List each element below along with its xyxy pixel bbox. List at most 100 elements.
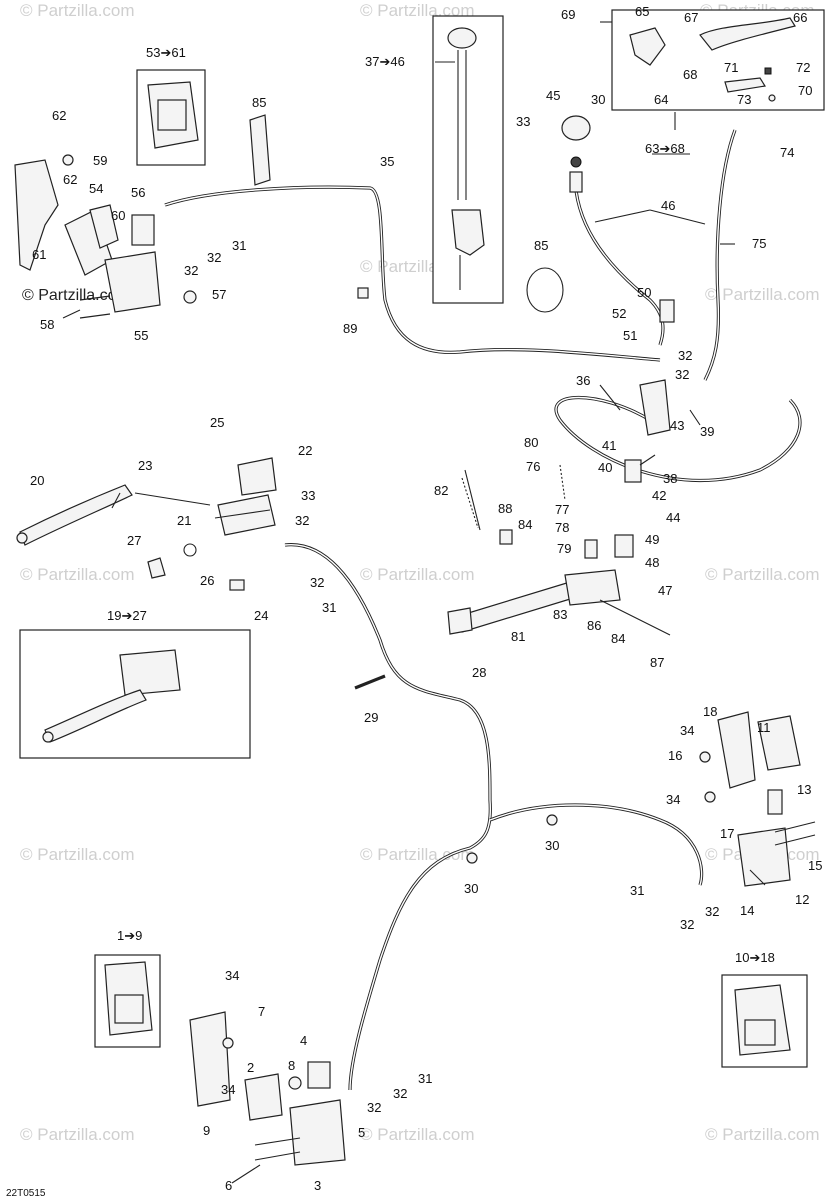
callout-61: 61 xyxy=(32,247,46,262)
callout-68: 68 xyxy=(683,67,697,82)
callout-11: 11 xyxy=(757,720,771,735)
callout-32: 32 xyxy=(393,1086,407,1101)
watermark: © Partzilla.com xyxy=(705,565,820,584)
callout-38: 38 xyxy=(663,471,677,486)
watermark: © Partzilla.com xyxy=(360,1,475,20)
callout-32: 32 xyxy=(678,348,692,363)
callout-34: 34 xyxy=(221,1082,235,1097)
callout-33: 33 xyxy=(301,488,315,503)
callout-45: 45 xyxy=(546,88,560,103)
brake-lever-66 xyxy=(699,17,796,51)
brake-pedal-81 xyxy=(447,469,671,636)
bracket-61 xyxy=(14,159,59,271)
lever-20 xyxy=(19,484,133,546)
callout-32: 32 xyxy=(680,917,694,932)
callout-47: 47 xyxy=(658,583,672,598)
callout-83: 83 xyxy=(553,607,567,622)
callout-32: 32 xyxy=(310,575,324,590)
callout-43: 43 xyxy=(670,418,684,433)
callout-37-46: 37➔46 xyxy=(365,54,405,69)
callout-80: 80 xyxy=(524,435,538,450)
callout-88: 88 xyxy=(498,501,512,516)
pad-11 xyxy=(757,715,801,771)
reservoir-45 xyxy=(561,115,591,193)
callout-32: 32 xyxy=(184,263,198,278)
callout-70: 70 xyxy=(798,83,812,98)
callout-57: 57 xyxy=(212,287,226,302)
hose-75 xyxy=(703,129,737,381)
bracket-9 xyxy=(189,1011,231,1107)
master-cylinder-43 xyxy=(614,299,675,558)
callout-56: 56 xyxy=(131,185,145,200)
callout-79: 79 xyxy=(557,541,571,556)
callout-77: 77 xyxy=(555,502,569,517)
callout-34: 34 xyxy=(666,792,680,807)
watermark: © Partzilla.com xyxy=(705,1125,820,1144)
protector-29 xyxy=(354,674,386,690)
callout-26: 26 xyxy=(200,573,214,588)
callout-87: 87 xyxy=(650,655,664,670)
brake-lines xyxy=(164,129,802,1091)
callout-19-27: 19➔27 xyxy=(107,608,147,623)
callout-4: 4 xyxy=(300,1033,307,1048)
bracket-70 xyxy=(724,77,766,93)
callout-60: 60 xyxy=(111,208,125,223)
callout-54: 54 xyxy=(89,181,103,196)
kit-box-10-18 xyxy=(721,974,808,1068)
callout-22: 22 xyxy=(298,443,312,458)
callout-18: 18 xyxy=(703,704,717,719)
kit-box-19-27 xyxy=(19,629,251,759)
callout-30: 30 xyxy=(464,881,478,896)
shim-56 xyxy=(131,214,155,246)
callout-34: 34 xyxy=(225,968,239,983)
small-parts xyxy=(249,114,566,864)
callout-32: 32 xyxy=(367,1100,381,1115)
callout-53-61: 53➔61 xyxy=(146,45,186,60)
callout-20: 20 xyxy=(30,473,44,488)
leader-lines xyxy=(62,61,766,1184)
callout-15: 15 xyxy=(808,858,822,873)
callout-2: 2 xyxy=(247,1060,254,1075)
kit-box-1-9 xyxy=(94,954,161,1048)
callout-16: 16 xyxy=(668,748,682,763)
callout-3: 3 xyxy=(314,1178,321,1193)
callout-76: 76 xyxy=(526,459,540,474)
callout-81: 81 xyxy=(511,629,525,644)
callout-86: 86 xyxy=(587,618,601,633)
callout-6: 6 xyxy=(225,1178,232,1193)
callout-13: 13 xyxy=(797,782,811,797)
reservoir-cover-22 xyxy=(237,457,277,496)
callout-28: 28 xyxy=(472,665,486,680)
callout-30: 30 xyxy=(545,838,559,853)
callout-73: 73 xyxy=(737,92,751,107)
callout-84: 84 xyxy=(518,517,532,532)
caliper-12 xyxy=(737,827,791,887)
watermark-layer: © Partzilla.com © Partzilla.com © Partzi… xyxy=(20,1,820,1144)
callout-66: 66 xyxy=(793,10,807,25)
drawing-code: 22T0515 xyxy=(6,1188,46,1199)
left-caliper-assembly xyxy=(14,154,197,319)
callout-62: 62 xyxy=(52,108,66,123)
callout-67: 67 xyxy=(684,10,698,25)
kit-box-37-46 xyxy=(432,15,504,304)
callout-84: 84 xyxy=(611,631,625,646)
callout-36: 36 xyxy=(576,373,590,388)
clevis-48 xyxy=(614,534,634,558)
callout-labels: 1➔9 2 3 4 5 6 7 8 9 10➔18 11 12 13 14 15… xyxy=(30,4,822,1193)
callout-21: 21 xyxy=(177,513,191,528)
callout-59: 59 xyxy=(93,153,107,168)
boot-27 xyxy=(147,557,166,579)
callout-71: 71 xyxy=(724,60,738,75)
pad-2 xyxy=(244,1073,283,1121)
callout-1-9: 1➔9 xyxy=(117,928,142,943)
watermark: © Partzilla.com xyxy=(20,565,135,584)
callout-32: 32 xyxy=(295,513,309,528)
master-cylinder-65 xyxy=(629,27,666,66)
callout-17: 17 xyxy=(720,826,734,841)
kit-box-63-68 xyxy=(600,9,825,111)
watermark: © Partzilla.com xyxy=(360,565,475,584)
watermark: © Partzilla.com xyxy=(705,285,820,304)
clamp-85-top xyxy=(249,114,271,186)
switch-50 xyxy=(659,299,675,323)
callout-78: 78 xyxy=(555,520,569,535)
